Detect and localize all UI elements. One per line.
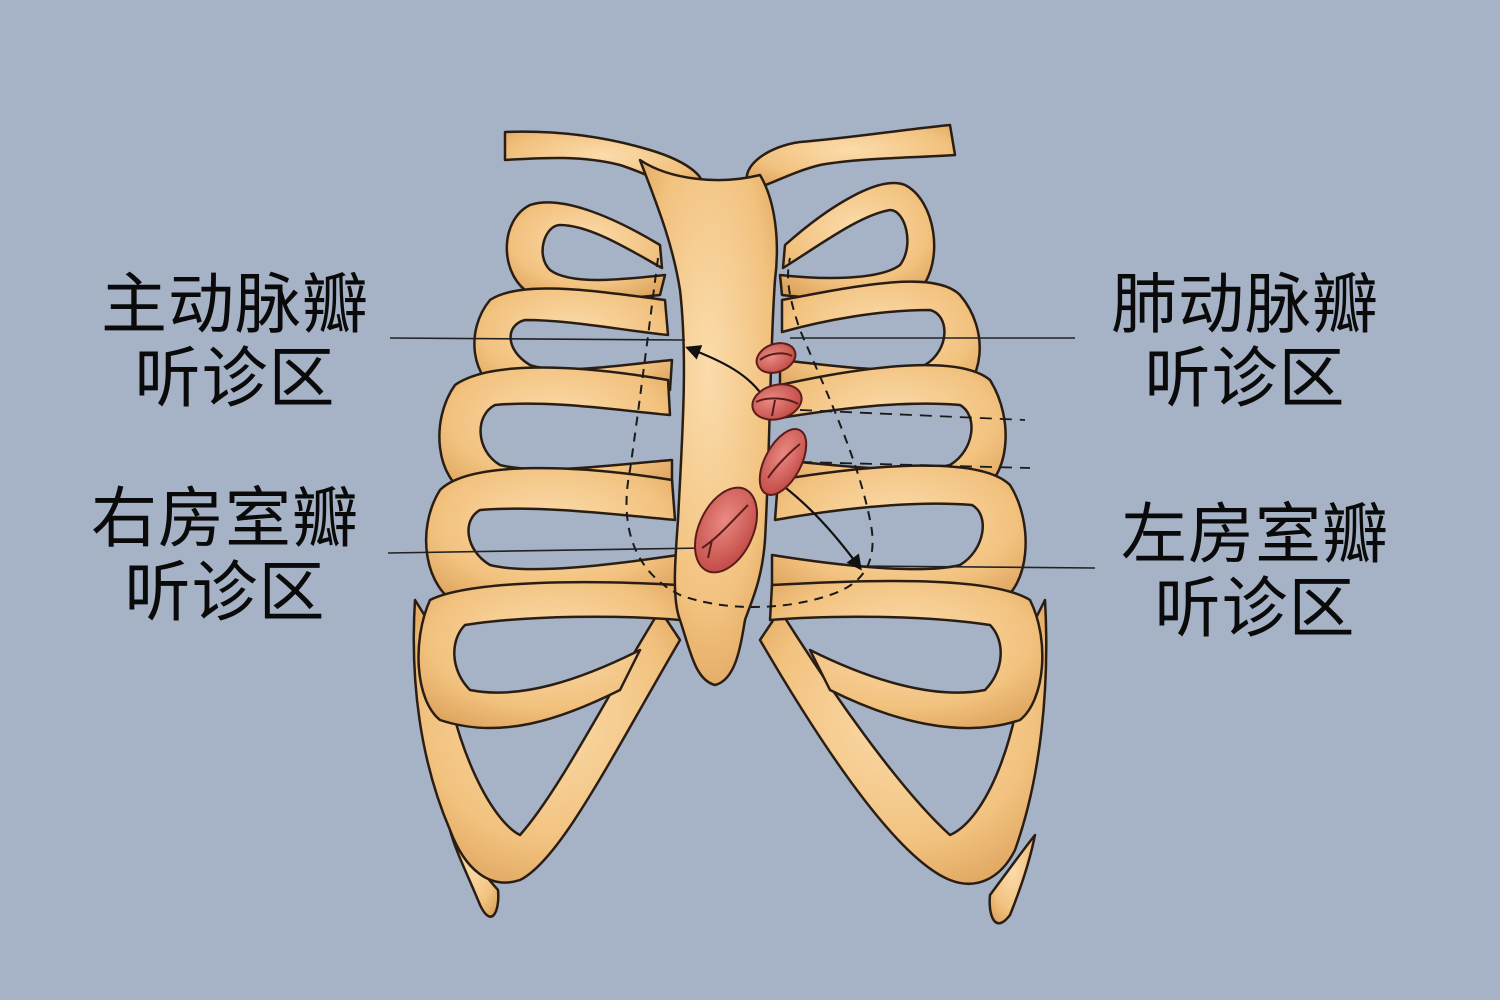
left-rib-5 <box>768 579 1044 730</box>
left-clavicle <box>745 123 957 189</box>
right-rib-1 <box>505 201 667 302</box>
leader-line-mitral <box>859 565 1096 569</box>
right-rib-5 <box>417 580 682 730</box>
pulmonary-label-line1: 肺动脉瓣 <box>1111 266 1379 343</box>
tricuspid-valve-area-label: 右房室瓣 听诊区 <box>60 482 390 630</box>
aortic-label-line2: 听诊区 <box>134 340 336 417</box>
arrow-to-mitral-area <box>781 484 862 571</box>
mitral-label-line2: 听诊区 <box>1154 570 1356 647</box>
mitral-valve-area-label: 左房室瓣 听诊区 <box>1090 498 1420 646</box>
dashed-guide-lower <box>799 461 1031 469</box>
pulmonary-label-line2: 听诊区 <box>1144 340 1346 417</box>
right-costal-margin <box>412 598 682 884</box>
tricuspid-label-line1: 右房室瓣 <box>91 480 359 557</box>
mitral-valve <box>758 428 808 496</box>
pulmonary-valve <box>755 342 797 374</box>
pulmonary-valve-area-label: 肺动脉瓣 听诊区 <box>1080 268 1410 416</box>
arrow-to-aortic-area <box>685 345 763 396</box>
dashed-guide-upper <box>799 409 1026 421</box>
aortic-valve-area-label: 主动脉瓣 听诊区 <box>70 268 400 416</box>
left-rib-1 <box>778 181 936 302</box>
tricuspid-valve <box>694 486 758 574</box>
left-costal-margin <box>758 598 1048 885</box>
tricuspid-label-line2: 听诊区 <box>124 554 326 631</box>
rib-tip-left-lower <box>988 833 1037 925</box>
aortic-label-line1: 主动脉瓣 <box>101 266 369 343</box>
leader-line-tricuspid <box>387 547 706 554</box>
heart-outline <box>625 257 874 608</box>
mitral-label-line1: 左房室瓣 <box>1121 496 1389 573</box>
leader-line-aortic <box>389 337 686 341</box>
aortic-valve <box>751 383 803 421</box>
